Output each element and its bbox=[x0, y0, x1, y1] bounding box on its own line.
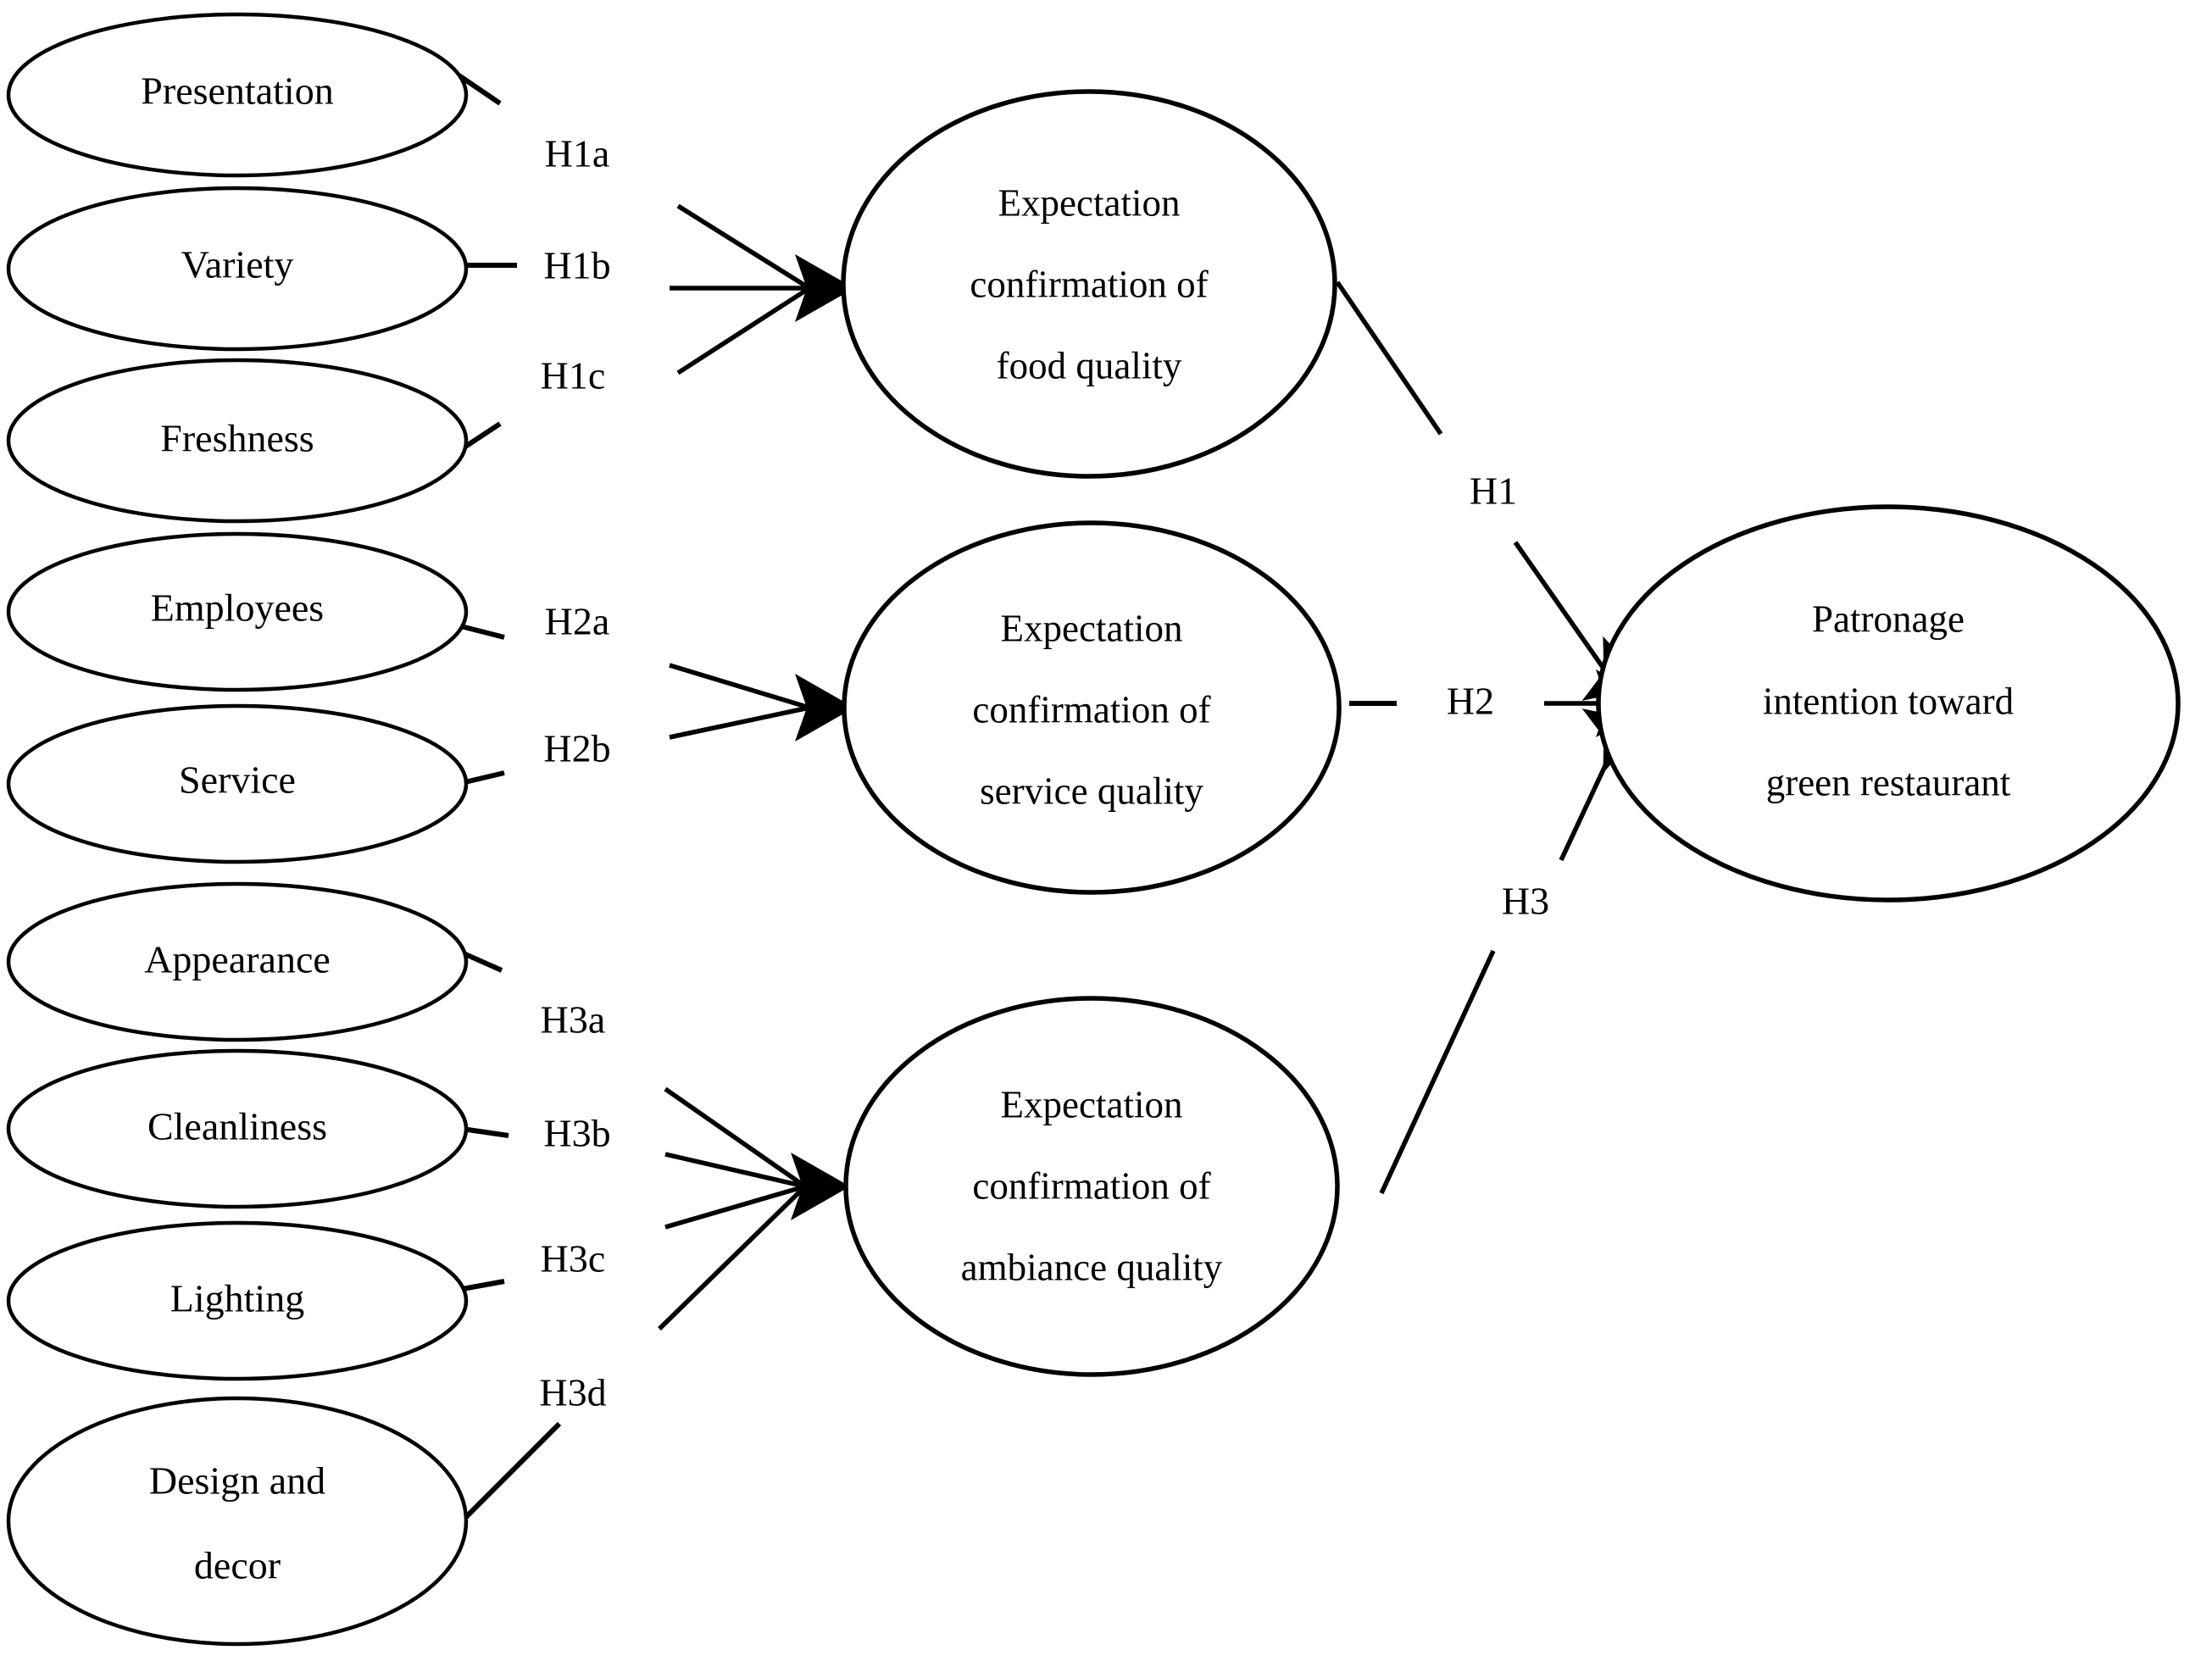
node-shape-appearance bbox=[6, 881, 469, 1042]
node-shape-variety bbox=[6, 186, 469, 352]
edge-line-h3b bbox=[664, 1152, 806, 1189]
edge-stub-lighting bbox=[457, 1279, 505, 1292]
edge-stub-presentation bbox=[456, 72, 502, 106]
edge-label-h3c: H3c bbox=[541, 1237, 606, 1280]
node-label-design-and-decor-line1: Design and bbox=[149, 1459, 325, 1503]
mediator-constructs: Expectation confirmation of food quality… bbox=[841, 89, 1342, 1377]
node-service[interactable]: Service bbox=[6, 703, 469, 864]
node-ambiance-quality[interactable]: Expectation confirmation of ambiance qua… bbox=[843, 996, 1340, 1377]
node-label-appearance: Appearance bbox=[144, 938, 331, 981]
node-label-employees: Employees bbox=[151, 586, 324, 630]
node-label-freshness: Freshness bbox=[160, 417, 314, 460]
node-shape-cleanliness bbox=[6, 1048, 469, 1209]
node-design-and-decor[interactable]: Design and decor bbox=[6, 1396, 469, 1647]
node-shape-freshness bbox=[6, 358, 469, 524]
node-label-ambiance-quality-line2: confirmation of bbox=[972, 1164, 1210, 1207]
node-label-presentation: Presentation bbox=[141, 69, 333, 113]
exogenous-constructs: Presentation Variety Freshness Employees… bbox=[6, 12, 469, 1647]
node-cleanliness[interactable]: Cleanliness bbox=[6, 1048, 469, 1209]
node-shape-ambiance-quality bbox=[843, 996, 1340, 1377]
node-label-design-and-decor-line2: decor bbox=[194, 1544, 281, 1587]
node-shape-service-quality bbox=[842, 520, 1342, 895]
edge-group-structural-paths bbox=[1335, 281, 1659, 1195]
node-service-quality[interactable]: Expectation confirmation of service qual… bbox=[842, 520, 1342, 895]
node-appearance[interactable]: Appearance bbox=[6, 881, 469, 1042]
hypothesis-labels: H1a H1b H1c H2a H2b H3a H3b H3c H3d H1 H… bbox=[539, 132, 1549, 1414]
node-label-ambiance-quality-line3: ambiance quality bbox=[961, 1246, 1223, 1288]
edge-label-h2b: H2b bbox=[543, 727, 610, 770]
node-shape-service bbox=[6, 703, 469, 864]
node-label-service: Service bbox=[179, 758, 296, 802]
node-label-food-quality-line1: Expectation bbox=[998, 181, 1181, 224]
edge-line-h1-segment-b bbox=[1513, 541, 1613, 680]
edge-line-h2a bbox=[669, 663, 810, 710]
node-label-patronage-intention-line1: Patronage bbox=[1812, 597, 1965, 640]
edge-label-h3d: H3d bbox=[539, 1371, 606, 1414]
edge-group-food-quality bbox=[456, 72, 854, 454]
node-label-variety: Variety bbox=[181, 243, 294, 286]
node-employees[interactable]: Employees bbox=[6, 531, 469, 692]
edge-group-ambiance-quality bbox=[456, 948, 850, 1524]
node-food-quality[interactable]: Expectation confirmation of food quality bbox=[841, 89, 1337, 479]
node-label-service-quality-line1: Expectation bbox=[1001, 607, 1183, 649]
edge-line-h1a bbox=[676, 203, 811, 291]
edge-line-h1-segment-a bbox=[1335, 281, 1443, 436]
node-label-service-quality-line2: confirmation of bbox=[972, 688, 1210, 731]
node-label-food-quality-line2: confirmation of bbox=[970, 263, 1208, 305]
node-label-ambiance-quality-line1: Expectation bbox=[1001, 1083, 1183, 1125]
node-shape-design-and-decor bbox=[6, 1396, 469, 1647]
node-freshness[interactable]: Freshness bbox=[6, 358, 469, 524]
node-lighting[interactable]: Lighting bbox=[6, 1220, 469, 1381]
node-label-lighting: Lighting bbox=[170, 1277, 304, 1320]
edge-line-h3-segment-a bbox=[1379, 949, 1496, 1195]
edge-line-h2b bbox=[669, 705, 810, 740]
node-shape-food-quality bbox=[841, 89, 1337, 479]
edge-stub-cleanliness bbox=[461, 1126, 509, 1138]
node-shape-employees bbox=[6, 531, 469, 692]
node-patronage-intention[interactable]: Patronage intention toward green restaur… bbox=[1596, 504, 2181, 903]
edge-line-h3d bbox=[658, 1185, 807, 1330]
edge-label-h1: H1 bbox=[1470, 469, 1517, 513]
edge-line-h3c bbox=[664, 1184, 806, 1230]
edge-label-h2a: H2a bbox=[545, 600, 610, 643]
edge-line-h3a bbox=[664, 1086, 807, 1189]
node-shape-presentation bbox=[6, 12, 469, 178]
edge-group-service-quality bbox=[457, 623, 854, 786]
edge-stub-employees bbox=[457, 623, 505, 640]
node-presentation[interactable]: Presentation bbox=[6, 12, 469, 178]
node-label-patronage-intention-line2: intention toward bbox=[1763, 680, 2014, 722]
edge-line-h1c bbox=[676, 286, 811, 375]
edge-label-h2: H2 bbox=[1447, 680, 1494, 723]
edge-label-h1b: H1b bbox=[543, 244, 610, 287]
edge-label-h1c: H1c bbox=[541, 354, 606, 397]
node-variety[interactable]: Variety bbox=[6, 186, 469, 352]
edge-label-h1a: H1a bbox=[545, 132, 610, 175]
node-label-cleanliness: Cleanliness bbox=[147, 1105, 327, 1148]
node-label-service-quality-line3: service quality bbox=[980, 769, 1203, 812]
edge-stub-design-decor bbox=[459, 1421, 562, 1524]
edge-label-h3a: H3a bbox=[541, 998, 606, 1042]
node-label-patronage-intention-line3: green restaurant bbox=[1766, 761, 2011, 803]
node-shape-patronage-intention bbox=[1596, 504, 2181, 903]
node-label-food-quality-line3: food quality bbox=[997, 344, 1182, 386]
edge-label-h3: H3 bbox=[1502, 880, 1549, 923]
node-shape-lighting bbox=[6, 1220, 469, 1381]
edge-label-h3b: H3b bbox=[543, 1112, 610, 1155]
